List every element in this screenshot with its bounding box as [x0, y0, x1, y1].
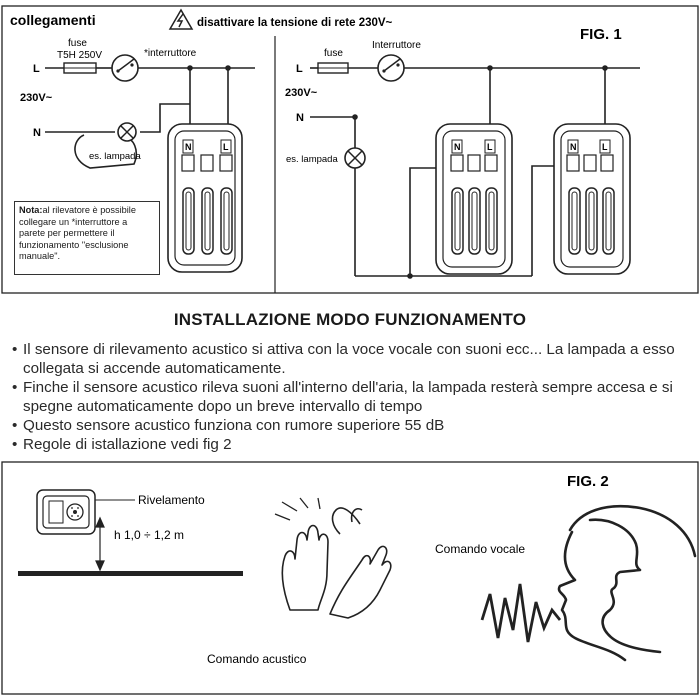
wall-detector-icon [36, 489, 96, 535]
bullet-item: Regole di istallazione vedi fig 2 [12, 435, 692, 454]
right-lamp-icon [344, 147, 366, 169]
left-voltage-label: 230V~ [20, 92, 53, 104]
left-terminal-l: L [223, 142, 229, 152]
note-box: Nota:al rilevatore è possibile collegare… [14, 201, 160, 275]
detector-device-2 [553, 123, 631, 275]
fig1-label: FIG. 1 [580, 26, 622, 43]
bullet-item: Il sensore di rilevamento acustico si at… [12, 340, 692, 378]
switch-icon [111, 54, 139, 82]
bullet-item: Questo sensore acustico funziona con rum… [12, 416, 692, 435]
left-line-n-label: N [33, 127, 41, 139]
right-fuse-icon [317, 62, 349, 74]
clapping-hands-icon [281, 507, 392, 619]
right-voltage-label: 230V~ [285, 87, 318, 99]
fig2-label: FIG. 2 [567, 473, 609, 490]
note-text: al rilevatore è possibile collegare un *… [19, 205, 136, 261]
device1-terminal-l: L [487, 142, 493, 152]
bullet-list: Il sensore di rilevamento acustico si at… [12, 340, 692, 454]
clap-label: Comando acustico [207, 652, 307, 666]
left-terminal-n: N [185, 142, 192, 152]
fuse-icon [63, 62, 97, 74]
bullet-item: Finche il sensore acustico rileva suoni … [12, 378, 692, 416]
detector-label: Rivelamento [138, 493, 205, 507]
detector-device-left [167, 123, 243, 273]
right-line-l-label: L [296, 63, 303, 75]
sound-wave-icon [480, 583, 562, 643]
lamp-icon [117, 122, 137, 142]
device2-terminal-l: L [602, 142, 608, 152]
note-bold: Nota: [19, 205, 43, 215]
right-fuse-label: fuse [324, 48, 343, 59]
device1-terminal-n: N [454, 142, 461, 152]
warning-text: disattivare la tensione di rete 230V~ [197, 17, 393, 29]
floor-line [18, 571, 243, 576]
left-wiring [45, 67, 255, 169]
section-title: INSTALLAZIONE MODO FUNZIONAMENTO [173, 310, 527, 329]
left-switch-label: *interruttore [144, 48, 197, 59]
figure-1-wiring-diagram: collegamenti disattivare la tensione di … [1, 5, 699, 294]
clap-motion-lines [274, 497, 321, 521]
right-switch-icon [377, 54, 405, 82]
height-label: h 1,0 ÷ 1,2 m [114, 528, 184, 542]
right-lamp-label: es. lampada [286, 154, 338, 165]
warning-icon [168, 8, 194, 30]
left-line-l-label: L [33, 63, 40, 75]
left-fuse-rating: T5H 250V [57, 50, 102, 61]
voice-label: Comando vocale [435, 542, 525, 556]
left-lamp-label: es. lampada [89, 151, 141, 162]
detector-device-1 [435, 123, 513, 275]
face-profile-icon [557, 504, 697, 662]
height-dimension [95, 516, 105, 572]
figure-2-installation-diagram: FIG. 2 Rivelamento h 1,0 ÷ 1,2 m Comando… [1, 461, 699, 695]
device2-terminal-n: N [570, 142, 577, 152]
right-line-n-label: N [296, 112, 304, 124]
fig1-title: collegamenti [10, 12, 96, 28]
right-switch-label: Interruttore [372, 40, 421, 51]
left-fuse-label: fuse [68, 38, 87, 49]
